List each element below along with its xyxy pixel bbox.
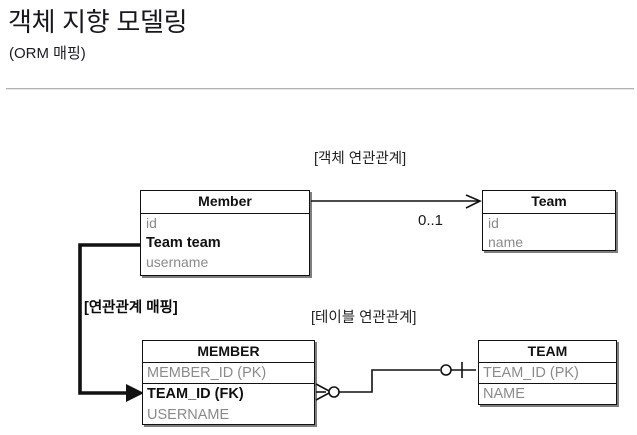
table-column-username: USERNAME [147, 407, 230, 423]
table-column-team-id-pk: TEAM_ID (PK) [483, 365, 579, 381]
class-box-team: Team id name [482, 190, 616, 251]
class-attribute-team: Team team [146, 235, 221, 251]
table-divider [143, 362, 314, 363]
class-attribute-id: id [488, 215, 499, 231]
table-name-team: TEAM [527, 343, 568, 359]
class-divider [141, 213, 309, 214]
table-column-team-id-fk: TEAM_ID (FK) [147, 386, 244, 402]
page-title: 객체 지향 모델링 [8, 7, 188, 37]
title-divider [6, 88, 634, 90]
table-divider [143, 383, 314, 384]
class-name-team: Team [531, 193, 567, 209]
page-subtitle: (ORM 매핑) [9, 45, 86, 62]
multiplicity-label: 0..1 [418, 212, 444, 229]
class-name-member: Member [198, 193, 252, 209]
class-attribute-name: name [488, 234, 524, 250]
table-divider [479, 383, 616, 384]
class-attribute-id: id [146, 215, 157, 231]
table-column-name: NAME [483, 386, 525, 402]
table-column-member-id: MEMBER_ID (PK) [147, 365, 267, 381]
object-association-arrow [311, 194, 482, 209]
table-association-connector [315, 362, 476, 401]
relation-mapping-connector [78, 243, 144, 402]
class-attribute-username: username [146, 254, 209, 270]
table-name-member: MEMBER [197, 343, 260, 359]
class-box-member: Member id Team team username [140, 190, 310, 276]
table-divider [479, 362, 616, 363]
caption-table-relation: [테이블 연관관계] [311, 310, 417, 326]
class-divider [483, 213, 615, 214]
table-box-team: TEAM TEAM_ID (PK) NAME [478, 340, 617, 405]
caption-relation-mapping: [연관관계 매핑] [84, 300, 178, 316]
table-box-member: MEMBER MEMBER_ID (PK) TEAM_ID (FK) USERN… [142, 340, 315, 425]
caption-object-relation: [객체 연관관계] [314, 151, 407, 167]
